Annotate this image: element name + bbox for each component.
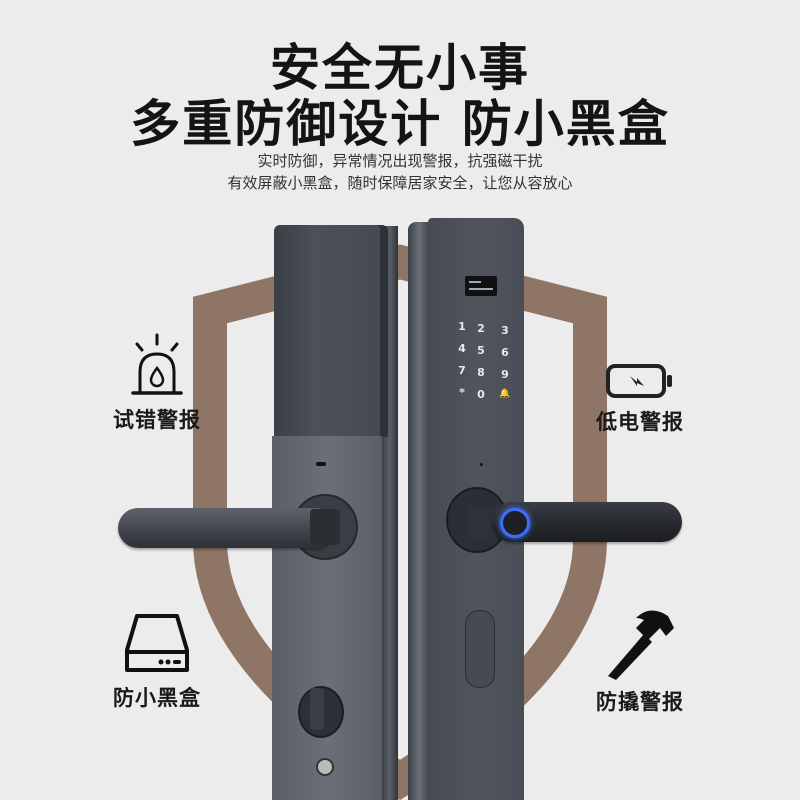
description-line-2: 有效屏蔽小黑盒，随时保障居家安全，让您从容放心: [227, 174, 573, 192]
siren-icon: [131, 333, 183, 395]
left-lock-cover: [274, 225, 380, 437]
right-lock-sensor: [480, 463, 483, 466]
headline-title: 安全无小事: [270, 39, 530, 97]
oled-display: [465, 276, 497, 296]
doorbell-icon: 🔔: [499, 389, 511, 399]
key-9: 9: [501, 368, 509, 381]
key-7: 7: [458, 364, 466, 377]
key-star: *: [459, 386, 465, 399]
key-1: 1: [458, 320, 466, 333]
screw-icon: [316, 758, 334, 776]
description-line-1: 实时防御，异常情况出现警报，抗强磁干扰: [257, 152, 543, 170]
black-box-icon: [125, 614, 189, 672]
left-handle: [118, 508, 336, 548]
hammer-icon: [608, 610, 674, 680]
thumb-turn-bar: [310, 688, 324, 730]
key-4: 4: [458, 342, 466, 355]
feature-label: 防撬警报: [596, 690, 684, 714]
fingerprint-sensor-icon: [500, 508, 530, 538]
key-5: 5: [477, 344, 485, 357]
left-lock-body: [272, 436, 382, 800]
key-cover-slot: [465, 610, 495, 688]
key-0: 0: [477, 388, 485, 401]
feature-anti-black-box: 防小黑盒: [92, 612, 222, 712]
feature-anti-pry-alarm: 防撬警报: [575, 600, 705, 716]
key-3: 3: [501, 324, 509, 337]
feature-label: 防小黑盒: [113, 686, 201, 710]
feature-trial-error-alarm: 试错警报: [92, 332, 222, 434]
feature-low-battery-alarm: 低电警报: [575, 362, 705, 436]
key-6: 6: [501, 346, 509, 359]
left-handle-neck: [310, 509, 340, 545]
headline-subtitle: 多重防御设计 防小黑盒: [130, 95, 670, 153]
right-lock-edge: [408, 222, 430, 800]
key-2: 2: [477, 322, 485, 335]
feature-label: 试错警报: [113, 408, 201, 432]
key-8: 8: [477, 366, 485, 379]
low-battery-icon: [606, 364, 672, 398]
left-lock-edge: [382, 226, 398, 800]
feature-label: 低电警报: [596, 410, 684, 434]
left-lock-sensor: [316, 462, 326, 466]
